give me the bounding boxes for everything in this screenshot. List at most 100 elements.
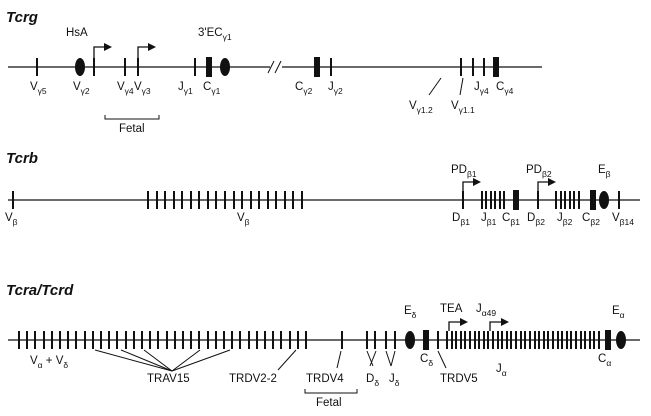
tcra-va-segment (116, 331, 118, 349)
tcrg-fetal-label: Fetal (119, 123, 145, 135)
tcra-ja-segment (529, 331, 531, 349)
tcra-segment-label: Dδ (366, 373, 379, 388)
tcrb-vb-segment (241, 191, 243, 209)
tcra-ja-segment (566, 331, 568, 349)
tcra-va-segment (256, 331, 258, 349)
tcrb-vb-segment (147, 191, 149, 209)
tcrb-vb-segment (292, 191, 294, 209)
tcrb-cb1-segment (513, 190, 519, 210)
tcrb-eb-enhancer (599, 191, 609, 209)
tcrb-segment-label: Vβ (5, 212, 18, 227)
tcrb-db1-segment (462, 191, 464, 209)
tcra-va-segment (223, 331, 225, 349)
tcrb-jb2-segment (564, 191, 566, 209)
tcra-trav15-leader (143, 349, 173, 372)
tcrg-segment-label: Vγ5 (30, 81, 47, 96)
tcra-trdv5-segment (437, 331, 439, 349)
tcrb-jb2-cluster (555, 191, 580, 209)
tcrg-segment-label: Vγ3 (134, 81, 151, 96)
tcrb-segment-label: Cβ1 (502, 212, 520, 227)
tcra-ja-segment (483, 331, 485, 349)
tcra-ed-label: Eδ (404, 305, 417, 320)
tcra-va-segment (100, 331, 102, 349)
tcra-promoter-arrow-ja49 (489, 318, 509, 331)
tcra-trav15-leader (94, 349, 173, 372)
tcrb-vb-segment (250, 191, 252, 209)
tcrb-vb-segment (233, 191, 235, 209)
tcra-dd1-segment (366, 331, 368, 349)
tcra-ja-segment (492, 331, 494, 349)
tcrb-vb-segment-left (12, 191, 14, 209)
tcrg-segment-label: Vγ2 (73, 81, 90, 96)
tcrb-jb1-segment (490, 191, 492, 209)
tcra-ja-segment (451, 331, 453, 349)
tcrb-vb-segment (198, 191, 200, 209)
tcrg-vg12-leader (428, 77, 442, 96)
tcrg-segment-label: Cγ4 (496, 81, 514, 96)
tcra-va-segment (174, 331, 176, 349)
tcra-ja-segment (487, 331, 489, 349)
tcrb-vb14-segment (618, 191, 620, 209)
tcrb-vb-segment (173, 191, 175, 209)
tcra-ja-segment (515, 331, 517, 349)
tcrg-vg4-segment (124, 58, 126, 76)
tcrg-segment-label: Cγ2 (295, 81, 313, 96)
tcrg-break-marker (267, 60, 282, 74)
tcra-va-segment (92, 331, 94, 349)
tcra-segment-label: Jα (496, 363, 507, 378)
tcrb-vb-segment (215, 191, 217, 209)
tcra-trdv5-label: TRDV5 (440, 373, 478, 385)
tcra-ja49-label: Jα49 (476, 303, 496, 318)
tcra-ja-segment (557, 331, 559, 349)
tcrb-jb2-segment (555, 191, 557, 209)
tcrb-vb-segment (156, 191, 158, 209)
tcrg-cg2-segment (314, 57, 320, 77)
tcrg-vg12-segment (460, 58, 462, 76)
tcra-va-segment (67, 331, 69, 349)
tcrg-jg1-segment (194, 58, 196, 76)
tcra-ja-segment (446, 331, 448, 349)
tcra-ca-segment (605, 330, 611, 350)
tcra-segment-label: Cδ (420, 353, 433, 368)
tcra-va-segment (297, 331, 299, 349)
tcra-va-segment (231, 331, 233, 349)
tcra-jd2-segment (394, 331, 396, 349)
tcra-trav15-leader (171, 349, 201, 372)
tcra-va-segment (198, 331, 200, 349)
tcra-ja-segment (520, 331, 522, 349)
tcrb-vb-segment (284, 191, 286, 209)
tcra-ja-segment (524, 331, 526, 349)
tcra-va-segment (125, 331, 127, 349)
tcrb-jb1-segment (485, 191, 487, 209)
tcra-ja-segment (593, 331, 595, 349)
tcrb-promoter-arrow-pdb1 (462, 178, 481, 191)
tcra-va-segment (272, 331, 274, 349)
tcra-va-segment (75, 331, 77, 349)
tcra-ja-segment (589, 331, 591, 349)
tcrg-vg5-segment (36, 58, 38, 76)
tcra-promoter-arrow-tea (448, 318, 468, 331)
tcra-ja-segment (460, 331, 462, 349)
tcra-dd-leaders (366, 350, 377, 367)
tcra-va-segment (43, 331, 45, 349)
tcrg-title: Tcrg (6, 9, 38, 26)
tcra-va-segment (34, 331, 36, 349)
tcrg-jg4-segment (483, 58, 485, 76)
tcrg-segment-label: Jγ4 (474, 81, 489, 96)
tcra-va-segment (51, 331, 53, 349)
tcrb-segment-label: Vβ14 (612, 212, 634, 227)
tcra-title: Tcra/Tcrd (6, 282, 74, 299)
tcra-va-segment (26, 331, 28, 349)
tcrg-segment-label: Vγ1.1 (451, 100, 475, 115)
tcra-va-segment (207, 331, 209, 349)
tcra-ja-segment (575, 331, 577, 349)
tcrb-segment-label: Cβ2 (582, 212, 600, 227)
tcrb-vb-segment (267, 191, 269, 209)
tcrg-vg11-leader (459, 77, 464, 96)
tcrb-pdb1-label: PDβ1 (451, 164, 477, 179)
tcra-ja-segment (510, 331, 512, 349)
